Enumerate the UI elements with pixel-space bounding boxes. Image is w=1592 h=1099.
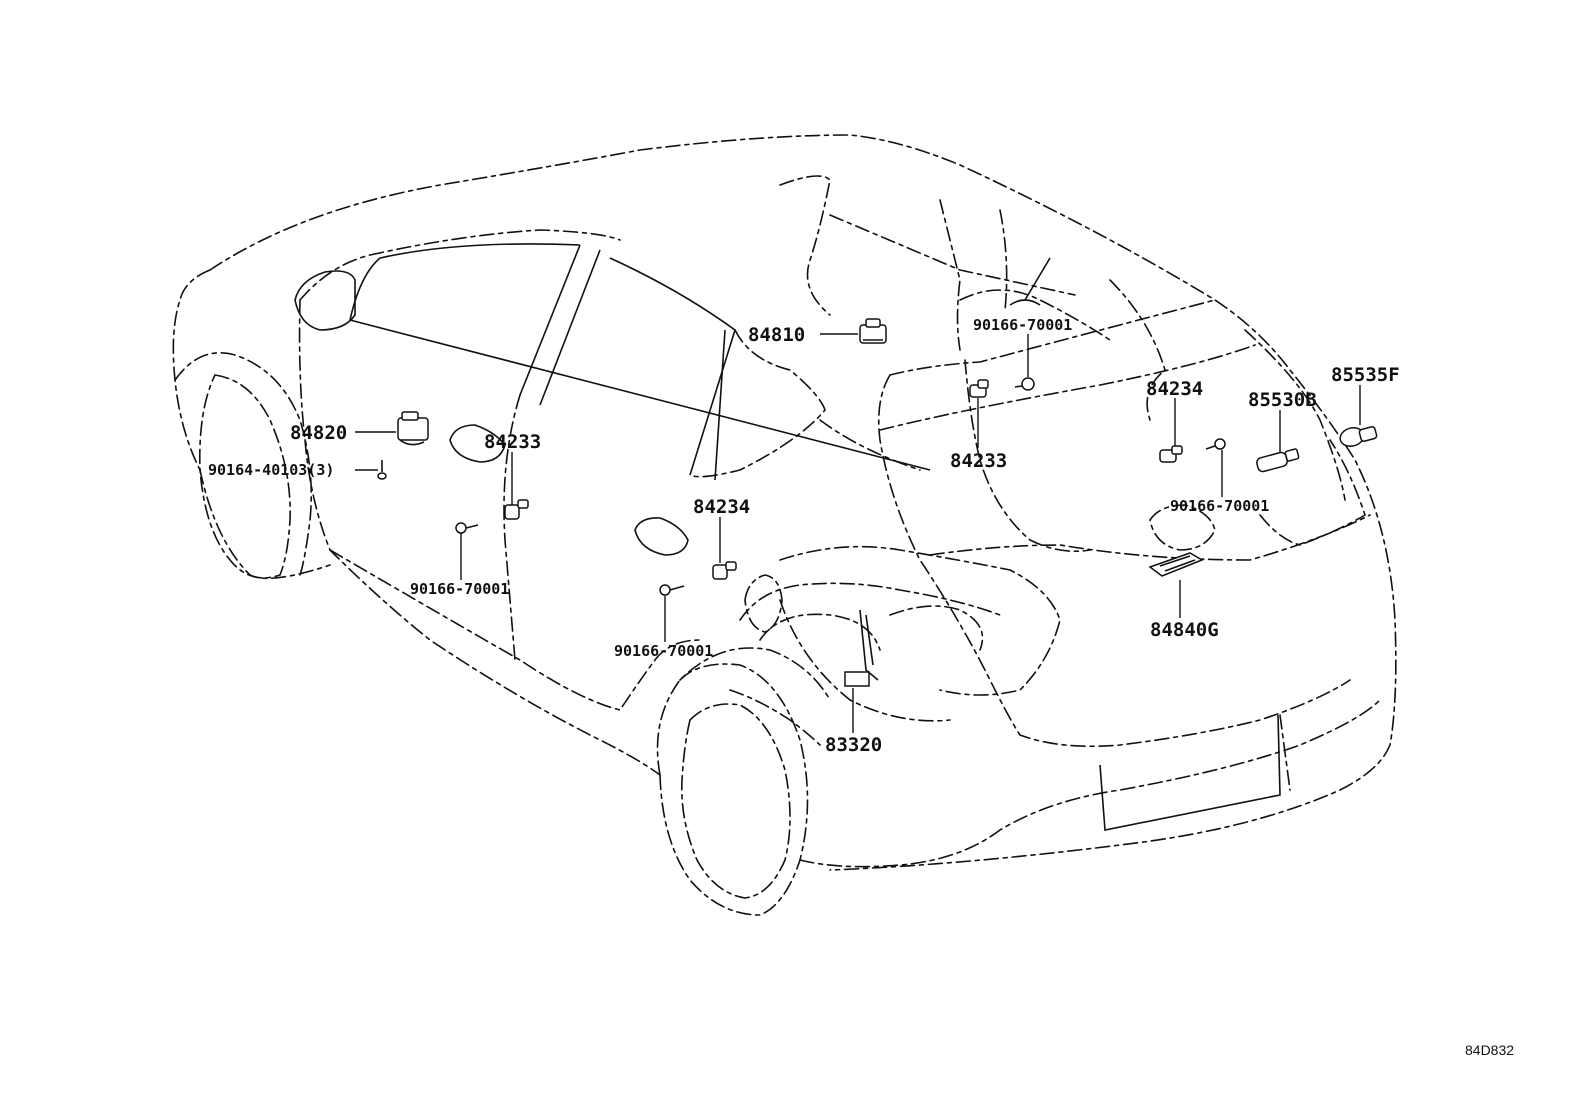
label-85530B: 85530B	[1248, 389, 1317, 411]
part-84233-left-switch	[504, 499, 529, 520]
part-84820-switch	[397, 411, 429, 446]
label-84233-right: 84233	[950, 450, 1007, 472]
part-84234-right-switch	[1159, 445, 1183, 463]
diagram-reference-code: 84D832	[1465, 1042, 1514, 1058]
label-85535F: 85535F	[1331, 364, 1400, 386]
part-90166-right-bolt	[1205, 438, 1226, 450]
part-83320-sensor	[844, 609, 879, 687]
label-84820: 84820	[290, 422, 347, 444]
label-90166-right: 90166-70001	[1170, 497, 1269, 515]
label-84233-left: 84233	[484, 431, 541, 453]
part-90166-left-bolt	[455, 522, 479, 534]
part-84233-right-switch	[969, 379, 989, 398]
label-90166-top: 90166-70001	[973, 316, 1072, 334]
label-90166-left: 90166-70001	[410, 580, 509, 598]
label-90166-mid: 90166-70001	[614, 642, 713, 660]
part-85530B-lamp	[1256, 448, 1300, 473]
label-84810: 84810	[748, 324, 805, 346]
label-84840G: 84840G	[1150, 619, 1219, 641]
part-90164-screw	[377, 460, 387, 480]
part-84810-switch	[859, 318, 887, 344]
label-83320: 83320	[825, 734, 882, 756]
label-84234-mid: 84234	[693, 496, 750, 518]
part-90166-top-bolt	[1014, 377, 1035, 391]
label-84234-right: 84234	[1146, 378, 1203, 400]
part-90166-mid-bolt	[659, 584, 685, 596]
label-90164-40103: 90164-40103(3)	[208, 461, 334, 479]
part-85535F-bulb	[1339, 426, 1378, 447]
part-84234-mid-switch	[712, 561, 737, 580]
part-84840G-lamp	[1148, 552, 1204, 577]
